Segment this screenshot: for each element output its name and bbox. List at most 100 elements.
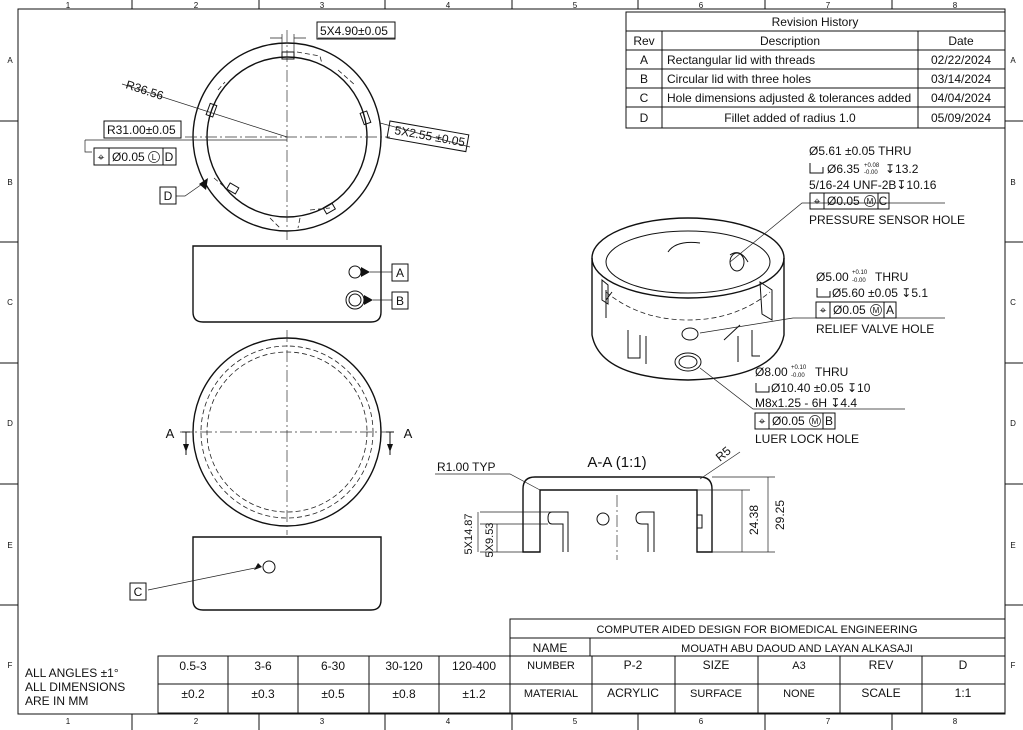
feature-control-frame: ⌖ Ø0.05 L D bbox=[93, 147, 177, 166]
side-view: A B bbox=[192, 245, 409, 323]
fcf-datum: D bbox=[165, 150, 174, 164]
fcf-datum: B bbox=[825, 414, 833, 428]
rev-value: D bbox=[959, 658, 968, 672]
size-label: SIZE bbox=[703, 658, 730, 672]
rev-cell: C bbox=[640, 91, 649, 105]
material-label: MATERIAL bbox=[524, 688, 578, 700]
general-notes: ALL ANGLES ±1° ALL DIMENSIONS ARE IN MM bbox=[25, 666, 125, 708]
rev-cell: D bbox=[640, 111, 649, 125]
fcf-datum: A bbox=[886, 303, 894, 317]
scale-label: SCALE bbox=[861, 686, 900, 700]
position-icon: ⌖ bbox=[759, 414, 766, 428]
zone-col: 1 bbox=[66, 1, 71, 10]
slot-top-dim: 5X14.87 bbox=[463, 514, 475, 555]
zone-col: 2 bbox=[194, 1, 199, 10]
revision-history-title: Revision History bbox=[772, 15, 859, 29]
title-block: COMPUTER AIDED DESIGN FOR BIOMEDICAL ENG… bbox=[509, 618, 1006, 714]
course-title: COMPUTER AIDED DESIGN FOR BIOMEDICAL ENG… bbox=[596, 624, 917, 636]
date-cell: 05/09/2024 bbox=[931, 111, 991, 125]
inner-height-dim: 24.38 bbox=[747, 505, 761, 535]
name-value: MOUATH ABU DAOUD AND LAYAN ALKASAJI bbox=[681, 643, 913, 655]
material-value: ACRYLIC bbox=[607, 686, 659, 700]
datum-d-label: D bbox=[164, 189, 173, 203]
revision-row: C Hole dimensions adjusted & tolerances … bbox=[640, 91, 992, 105]
date-header: Date bbox=[948, 34, 974, 48]
section-view: A-A (1:1) R1.00 TYP R5 24.38 29.25 5X14.… bbox=[435, 444, 787, 560]
side-view-2: C bbox=[129, 536, 382, 611]
range-cell: 0.5-3 bbox=[179, 659, 207, 673]
position-icon: ⌖ bbox=[814, 194, 821, 208]
tolerance-cell: ±0.2 bbox=[181, 687, 205, 701]
zone-row: B bbox=[1010, 178, 1015, 187]
outer-radius-dim: R36.56 bbox=[124, 78, 165, 103]
zone-col: 8 bbox=[953, 717, 958, 726]
thread-spec: M8x1.25 - 6H ↧4.4 bbox=[755, 396, 857, 410]
fcf-tolerance: Ø0.05 bbox=[833, 303, 866, 317]
description-cell: Circular lid with three holes bbox=[667, 72, 811, 86]
zone-row: E bbox=[7, 541, 12, 550]
zone-col: 5 bbox=[573, 1, 578, 10]
relief-valve-callout: Ø5.00 +0.10 -0.00 THRU Ø5.60 ±0.05 ↧5.1 … bbox=[815, 270, 934, 336]
scale-value: 1:1 bbox=[955, 686, 972, 700]
pressure-sensor-callout: Ø5.61 ±0.05 THRU Ø6.35 +0.08 -0.00 ↧13.2… bbox=[809, 144, 965, 227]
zone-row: A bbox=[1010, 56, 1016, 65]
counterbore-depth: ↧13.2 bbox=[885, 162, 919, 176]
luer-lock-callout: Ø8.00 +0.10 -0.00 THRU Ø10.40 ±0.05 ↧10 … bbox=[754, 365, 871, 446]
counterbore-spec: Ø5.60 ±0.05 ↧5.1 bbox=[832, 286, 928, 300]
zone-col: 5 bbox=[573, 717, 578, 726]
zone-col: 3 bbox=[320, 1, 325, 10]
note-line: ALL DIMENSIONS bbox=[25, 680, 125, 694]
lmc-modifier: L bbox=[152, 153, 157, 162]
number-label: NUMBER bbox=[527, 660, 575, 672]
fcf-tolerance: Ø0.05 bbox=[112, 150, 145, 164]
mmc-modifier: M bbox=[812, 417, 819, 426]
range-cell: 30-120 bbox=[385, 659, 423, 673]
fcf-tolerance: Ø0.05 bbox=[772, 414, 805, 428]
zone-row: F bbox=[1011, 661, 1016, 670]
mmc-modifier: M bbox=[867, 197, 874, 206]
tol-upper: +0.10 bbox=[852, 270, 868, 276]
rev-cell: A bbox=[640, 53, 648, 67]
surface-label: SURFACE bbox=[690, 688, 742, 700]
tolerance-cell: ±0.5 bbox=[321, 687, 345, 701]
fcf-datum: C bbox=[879, 194, 888, 208]
fillet-note: R1.00 TYP bbox=[437, 460, 495, 474]
tolerance-cell: ±0.3 bbox=[251, 687, 275, 701]
description-cell: Fillet added of radius 1.0 bbox=[724, 111, 856, 125]
date-cell: 04/04/2024 bbox=[931, 91, 991, 105]
zone-row: A bbox=[7, 56, 13, 65]
position-icon: ⌖ bbox=[820, 303, 827, 317]
number-value: P-2 bbox=[624, 658, 643, 672]
rev-label: REV bbox=[869, 658, 894, 672]
thread-spec: 5/16-24 UNF-2B↧10.16 bbox=[809, 178, 937, 192]
position-icon: ⌖ bbox=[98, 150, 105, 164]
zone-col: 3 bbox=[320, 717, 325, 726]
zone-col: 6 bbox=[699, 717, 704, 726]
rev-header: Rev bbox=[633, 34, 654, 48]
rev-cell: B bbox=[640, 72, 648, 86]
section-mark-right: A bbox=[404, 426, 413, 441]
datum-triangle-icon bbox=[199, 178, 208, 190]
note-line: ARE IN MM bbox=[25, 694, 88, 708]
counterbore-dia: Ø6.35 bbox=[827, 162, 860, 176]
tolerance-cell: ±1.2 bbox=[462, 687, 486, 701]
fcf-tolerance: Ø0.05 bbox=[827, 194, 860, 208]
section-title: A-A (1:1) bbox=[587, 454, 646, 471]
thru-label: THRU bbox=[875, 270, 908, 284]
callout-line: Ø5.61 ±0.05 THRU bbox=[809, 144, 911, 158]
zone-row: C bbox=[1010, 298, 1016, 307]
tolerance-cell: ±0.8 bbox=[392, 687, 416, 701]
section-mark-left: A bbox=[166, 426, 175, 441]
date-cell: 03/14/2024 bbox=[931, 72, 991, 86]
slot-bottom-dim: 5X9.53 bbox=[484, 523, 496, 558]
zone-col: 4 bbox=[446, 717, 451, 726]
tol-lower: -0.00 bbox=[864, 170, 878, 176]
zone-col: 7 bbox=[826, 717, 831, 726]
zone-row: D bbox=[1010, 419, 1016, 428]
zone-col: 6 bbox=[699, 1, 704, 10]
inner-radius-dim: R31.00±0.05 bbox=[107, 123, 176, 137]
outer-height-dim: 29.25 bbox=[773, 500, 787, 530]
datum-b-label: B bbox=[396, 294, 404, 308]
surface-value: NONE bbox=[783, 688, 815, 700]
